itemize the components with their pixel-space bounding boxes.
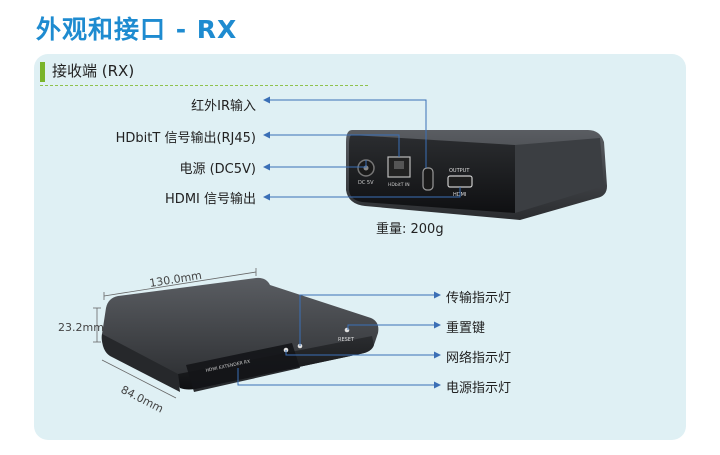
- reset-label: RESET: [338, 337, 355, 343]
- content-panel: [34, 54, 686, 440]
- section-divider: [40, 85, 368, 86]
- callout-network-led: 网络指示灯: [446, 351, 512, 366]
- weight-label: 重量: 200g: [376, 222, 444, 237]
- callout-reset-button: 重置键: [446, 321, 486, 336]
- callout-ir-input: 红外IR输入: [191, 99, 256, 114]
- hdmi-port: [447, 175, 473, 188]
- dimension-depth: 84.0mm: [119, 383, 166, 415]
- hdmi-port-top-label: OUTPUT: [449, 168, 470, 174]
- section-accent-bar: [40, 62, 45, 82]
- ir-jack: [422, 167, 434, 191]
- hdbitt-port-label: HDbitT IN: [388, 182, 410, 188]
- dimension-height: 23.2mm: [58, 321, 104, 334]
- callout-hdmi-output: HDMI 信号输出: [165, 192, 256, 207]
- front-leader-lines: [237, 291, 441, 389]
- section-title: 接收端 (RX): [52, 62, 135, 80]
- callout-transmission-led: 传输指示灯: [446, 291, 512, 306]
- rear-leader-lines: [263, 96, 461, 201]
- callout-power-dc5v: 电源 (DC5V): [179, 162, 256, 177]
- page-title: 外观和接口 - RX: [36, 15, 238, 44]
- dc-port-label: DC 5V: [358, 180, 374, 186]
- front-device: RESET HDMI EXTENDER RX: [101, 277, 379, 392]
- rear-device: DC 5V HDbitT IN OUTPUT HDMI: [346, 130, 607, 220]
- reset-button: [344, 327, 350, 333]
- callout-hdbitt-output: HDbitT 信号输出(RJ45): [115, 131, 256, 146]
- dimension-lines: [93, 268, 257, 399]
- callout-power-led: 电源指示灯: [446, 381, 512, 396]
